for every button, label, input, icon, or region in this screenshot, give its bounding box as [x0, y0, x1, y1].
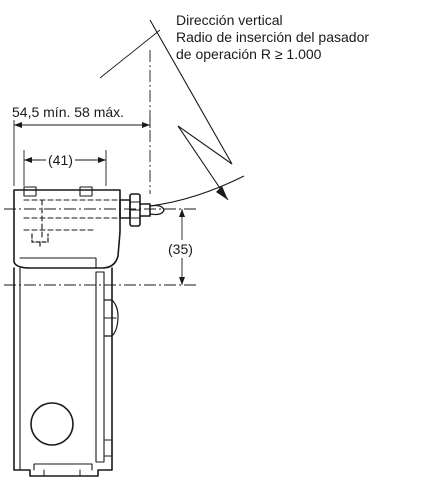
radius-zigzag	[149, 19, 233, 201]
dimension-body-width: (41)	[46, 152, 75, 168]
cover-screw	[103, 299, 119, 337]
radius-arrow	[216, 186, 228, 200]
actuator-flange	[139, 203, 151, 217]
head-step	[19, 257, 97, 269]
note-leader	[99, 29, 161, 79]
head-slot-left	[23, 186, 37, 197]
bottom-detail	[33, 463, 93, 471]
body-side-rail	[95, 271, 105, 463]
head-slot-right	[79, 186, 93, 197]
dimension-arrows	[14, 122, 185, 285]
insertion-note-line-2: Radio de inserción del pasador	[176, 29, 370, 45]
insertion-radius	[149, 19, 245, 207]
actuator-tip	[149, 204, 165, 216]
lower-body	[13, 267, 113, 477]
head-block	[13, 189, 121, 269]
hidden-pin	[31, 233, 49, 249]
lower-tab	[103, 439, 113, 457]
conduit-opening	[30, 402, 74, 446]
dimension-lines	[13, 118, 183, 285]
insertion-note-line-1: Dirección vertical	[176, 12, 283, 28]
radius-arc	[149, 175, 245, 207]
dimension-height: (35)	[166, 240, 195, 258]
dimension-overall-width: 54,5 mín. 58 máx.	[12, 104, 125, 120]
insertion-note-line-3: de operación R ≥ 1.000	[176, 46, 322, 62]
hidden-shaft	[23, 199, 121, 239]
